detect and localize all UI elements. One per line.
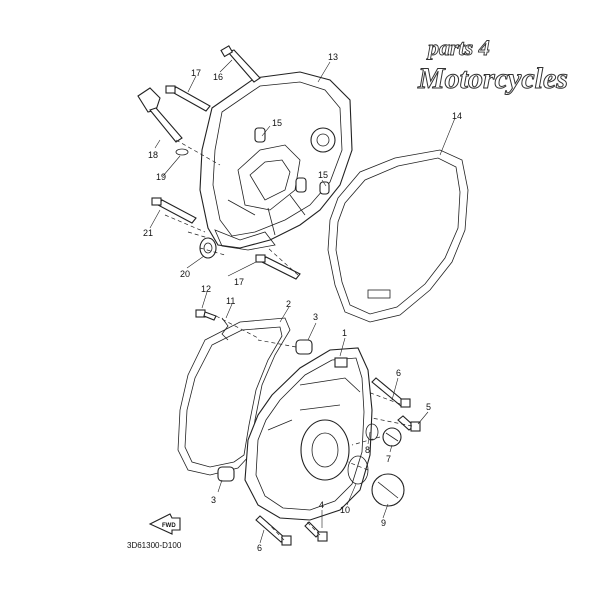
callout-15-b: 15 xyxy=(318,170,328,180)
callout-9: 9 xyxy=(381,518,386,528)
callout-17-top: 17 xyxy=(191,68,201,78)
bolt-16 xyxy=(220,45,261,83)
callout-labels: 13 16 17 14 15 15 18 19 21 20 17 12 11 2… xyxy=(143,52,462,553)
callout-15-a: 15 xyxy=(272,118,282,128)
callout-2: 2 xyxy=(286,299,291,309)
callout-17-bottom: 17 xyxy=(234,277,244,287)
bolt-21 xyxy=(151,197,197,224)
callout-21: 21 xyxy=(143,228,153,238)
bolt-17-top xyxy=(165,85,211,112)
plug-7 xyxy=(382,427,402,447)
callout-5: 5 xyxy=(426,402,431,412)
callout-3-top: 3 xyxy=(313,312,318,322)
bolt-6-right xyxy=(371,377,411,408)
callout-10: 10 xyxy=(340,505,350,515)
callout-4: 4 xyxy=(319,500,324,510)
callout-18: 18 xyxy=(148,150,158,160)
dowel-3-bottom xyxy=(217,466,235,482)
forward-arrow-icon: FWD xyxy=(148,513,181,535)
bolt-12 xyxy=(195,309,217,321)
callout-14: 14 xyxy=(452,111,462,121)
callout-16: 16 xyxy=(213,72,223,82)
callout-1: 1 xyxy=(342,328,347,338)
dowel-3-top xyxy=(295,339,313,355)
plug-9 xyxy=(371,473,405,507)
bolt-5 xyxy=(397,415,421,432)
fwd-label: FWD xyxy=(162,523,176,529)
gasket-upper xyxy=(327,149,469,323)
callout-7: 7 xyxy=(386,454,391,464)
o-ring-8 xyxy=(365,423,379,441)
clip-11 xyxy=(221,317,229,341)
callout-19: 19 xyxy=(156,172,166,182)
diagram-code: 3D61300-D100 xyxy=(127,541,182,550)
callout-11: 11 xyxy=(226,296,235,306)
dowel-15-a xyxy=(319,181,330,195)
oil-seal-20 xyxy=(199,237,217,259)
callout-8: 8 xyxy=(365,445,370,455)
callout-3-bottom: 3 xyxy=(211,495,216,505)
o-ring-19 xyxy=(175,148,189,156)
oil-dipstick xyxy=(137,87,183,143)
crankcase-cover-upper xyxy=(199,71,353,251)
bolt-17-bottom xyxy=(255,254,301,280)
bolt-4 xyxy=(304,521,328,542)
brand-logo: parts 4 Motorcycles xyxy=(417,35,569,96)
callout-6-bottom: 6 xyxy=(257,543,262,553)
callout-20: 20 xyxy=(180,269,190,279)
logo-line-2: Motorcycles xyxy=(417,62,568,95)
crankcase-cover-lower xyxy=(244,347,373,521)
logo-line-1: parts 4 xyxy=(426,35,490,60)
bolt-6-bottom xyxy=(255,515,292,546)
callout-13: 13 xyxy=(328,52,338,62)
callout-12: 12 xyxy=(201,284,211,294)
callout-6-right: 6 xyxy=(396,368,401,378)
